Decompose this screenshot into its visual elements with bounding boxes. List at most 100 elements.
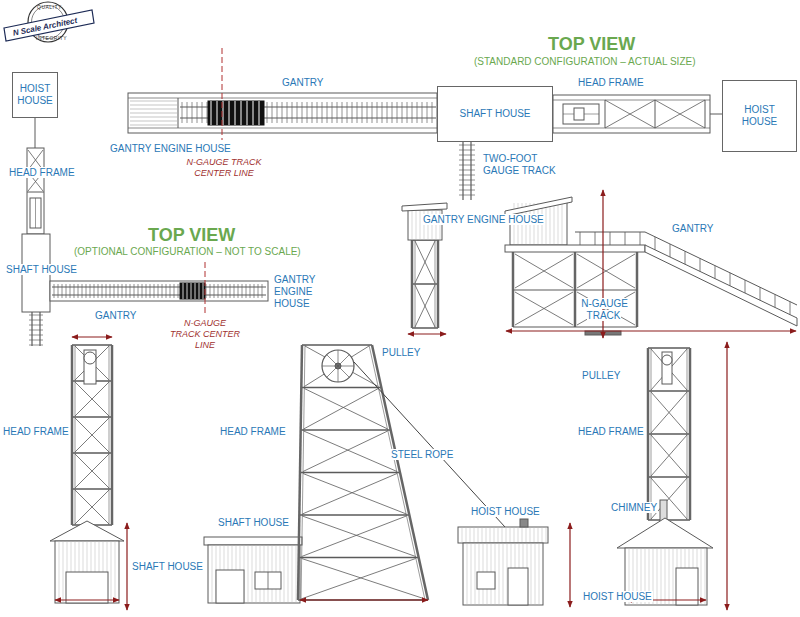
head-frame-top-view-part — [553, 100, 710, 101]
gantry-top-view-part — [352, 102, 353, 123]
gantry-top-view-part — [241, 101, 242, 125]
optional-top-view-part — [31, 312, 32, 346]
gantry-elevation-part — [577, 254, 635, 288]
head-frame-top-view-part — [605, 100, 606, 128]
optional-top-view-part — [226, 284, 227, 298]
part-label: GANTRY — [672, 223, 714, 235]
head-frame-rear-elevation-part — [657, 548, 658, 605]
gantry-top-view-part — [192, 102, 193, 123]
view-title-text: TOP VIEW — [548, 34, 635, 54]
part-label: GANTRY — [95, 310, 137, 322]
optional-top-view-part — [110, 284, 111, 298]
track-center-line — [222, 48, 223, 140]
optional-top-view-part — [183, 283, 184, 299]
two-foot-track-part — [462, 142, 463, 200]
head-frame-side-elevation-part — [75, 382, 109, 416]
gantry-top-view-part — [130, 101, 177, 102]
head-frame-top-view-part — [655, 100, 705, 128]
gantry-top-view-part — [272, 102, 273, 123]
mine-front-elevation-part — [304, 431, 397, 472]
mine-front-elevation-part — [534, 527, 535, 543]
optional-top-view-part — [130, 284, 131, 298]
mine-front-elevation-part — [216, 570, 244, 603]
engine-house-side-elevation-part — [437, 240, 440, 328]
mine-front-elevation-part — [248, 545, 249, 603]
gantry-top-view-part — [207, 102, 208, 123]
part-label-text: GANTRY — [282, 77, 324, 88]
head-frame-side-elevation-part — [75, 454, 109, 488]
part-label: HEAD FRAME — [3, 426, 69, 438]
mine-front-elevation-part — [530, 527, 531, 543]
logo-seal-part — [4, 10, 94, 41]
mine-front-elevation-part — [296, 545, 297, 603]
gantry-elevation-part — [715, 266, 716, 279]
mine-front-elevation-part — [569, 523, 570, 607]
two-foot-track-part — [459, 190, 475, 191]
mine-front-elevation-part — [526, 527, 527, 543]
optional-top-view-part — [50, 281, 268, 301]
mine-front-elevation-part — [499, 543, 500, 605]
head-frame-side-elevation-part — [75, 454, 109, 488]
head-frame-side-elevation-part — [72, 488, 112, 490]
gantry-elevation-part — [625, 232, 626, 245]
gantry-top-view-part — [208, 101, 264, 125]
part-label-text: CHIMNEY — [610, 502, 658, 513]
gantry-top-view-part — [337, 102, 338, 123]
building-box: HOIST HOUSE — [12, 72, 58, 118]
optional-top-view-part — [126, 284, 127, 298]
head-frame-side-elevation-part — [75, 490, 109, 524]
optional-top-view-part — [82, 284, 83, 298]
optional-top-view-part — [195, 283, 196, 299]
part-label-text: GANTRY ENGINE HOUSE — [110, 143, 231, 154]
mine-front-elevation-part — [204, 537, 302, 545]
gantry-top-view-part — [247, 101, 248, 125]
head-frame-top-view-part — [563, 104, 599, 124]
mine-front-elevation-part — [299, 514, 409, 516]
optional-top-view-part — [146, 284, 147, 298]
mine-front-elevation-part — [503, 543, 504, 605]
head-frame-rear-elevation-part — [647, 348, 650, 520]
head-frame-rear-elevation-part — [662, 355, 672, 365]
gantry-top-view-part — [178, 98, 179, 128]
gantry-top-view-part — [130, 109, 177, 110]
view-title-text: TOP VIEW — [148, 225, 235, 245]
optional-top-view-part — [52, 286, 266, 287]
gantry-top-view-part — [367, 102, 368, 123]
optional-top-view-part — [162, 284, 163, 298]
head-frame-side-elevation-part — [75, 382, 109, 416]
head-frame-side-elevation-part — [126, 523, 127, 610]
gantry-elevation-part — [595, 232, 596, 245]
mine-front-elevation-part — [514, 527, 515, 543]
mine-front-elevation-part — [463, 543, 543, 605]
optional-top-view-part — [62, 284, 63, 298]
gantry-elevation-part — [558, 203, 559, 245]
optional-top-view-part — [210, 284, 211, 298]
mine-front-elevation-part — [292, 545, 293, 603]
head-frame-rear-elevation-part — [648, 390, 690, 392]
optional-top-view-part — [158, 284, 159, 298]
part-label-text: HOIST HOUSE — [582, 591, 653, 602]
mine-front-elevation-part — [268, 545, 269, 603]
head-frame-top-view-part — [655, 100, 656, 128]
mine-front-elevation-part — [474, 527, 475, 543]
gantry-elevation-part — [546, 203, 547, 245]
mine-front-elevation-part — [466, 527, 467, 543]
optional-top-view-part — [191, 283, 192, 299]
mine-front-elevation-part — [531, 543, 532, 605]
gantry-top-view-part — [362, 102, 363, 123]
part-label: N-GAUGE TRACK — [578, 298, 630, 322]
view-subtitle-text: (STANDARD CONFIGURATION – ACTUAL SIZE) — [474, 56, 696, 67]
head-frame-rear-elevation-part — [648, 476, 690, 478]
part-label-text: TWO-FOOT GAUGE TRACK — [483, 153, 556, 176]
head-frame-side-elevation-part — [111, 345, 114, 525]
head-frame-side-elevation-part — [111, 541, 112, 603]
mine-front-elevation-part — [538, 527, 539, 543]
gantry-elevation-part — [775, 294, 776, 307]
optional-top-view-part — [29, 335, 43, 336]
part-label-text: N-GAUGE TRACK — [580, 298, 628, 321]
optional-top-view-part — [166, 284, 167, 298]
optional-top-view-part — [29, 330, 43, 331]
engine-house-side-elevation-part — [415, 241, 435, 283]
view-subtitle-text: (OPTIONAL CONFIGURATION – NOT TO SCALE) — [74, 246, 301, 257]
